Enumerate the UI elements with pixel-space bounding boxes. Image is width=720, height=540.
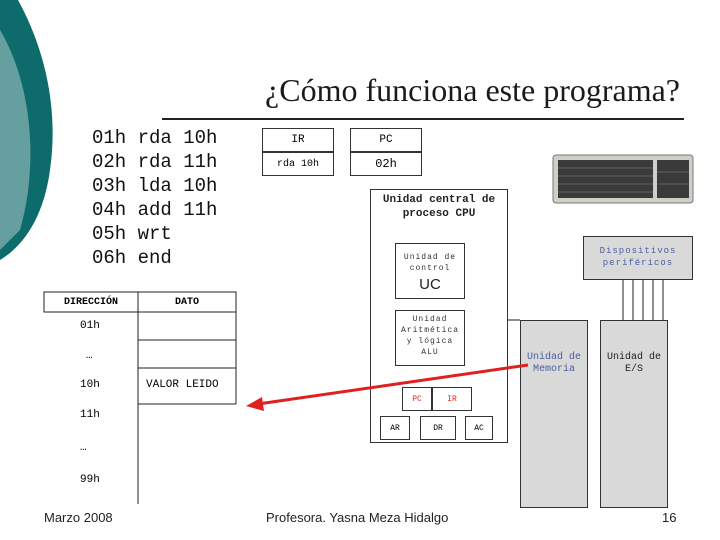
program-line: 06h end (92, 246, 217, 270)
alu-label: Unidad Aritmética y lógica ALU (400, 315, 459, 357)
table-row-address: … (86, 350, 93, 362)
decorative-side-panel (0, 0, 53, 260)
line-address: 01h (92, 127, 127, 149)
line-op: end (137, 247, 172, 269)
line-op: add (137, 199, 172, 221)
address-column-header: DIRECCIÓN (63, 296, 118, 308)
peripherals-label: Dispositivos periféricos (599, 246, 677, 268)
ac-register: AC (465, 416, 493, 440)
line-arg: 10h (183, 175, 218, 197)
line-op: rda (137, 151, 172, 173)
table-row-address: 01h (80, 320, 100, 332)
cpu-title: Unidad central de proceso CPU (382, 194, 496, 220)
alu-box (395, 310, 465, 366)
line-address: 06h (92, 247, 127, 269)
table-row-data: VALOR LEIDO (146, 379, 219, 391)
control-unit-short: UC (419, 276, 441, 293)
table-row-address: 10h (80, 379, 100, 391)
slide-title: ¿Cómo funciona este programa? (265, 72, 680, 108)
title-divider (162, 118, 684, 120)
line-address: 03h (92, 175, 127, 197)
program-line: 02h rda 11h (92, 150, 217, 174)
io-unit-label: Unidad de E/S (606, 352, 661, 375)
line-arg: 10h (183, 127, 218, 149)
line-address: 05h (92, 223, 127, 245)
control-unit-box (395, 243, 465, 299)
keyboard-icon (552, 154, 694, 204)
page-number: 16 (662, 510, 677, 525)
ir-value-box: rda 10h (262, 152, 334, 176)
program-line: 01h rda 10h (92, 126, 217, 150)
memory-unit-box (520, 320, 588, 508)
pc-value-box: 02h (350, 152, 422, 176)
ir-label-box: IR (262, 128, 334, 152)
line-address: 04h (92, 199, 127, 221)
line-op: wrt (137, 223, 172, 245)
program-line: 04h add 11h (92, 198, 217, 222)
line-address: 02h (92, 151, 127, 173)
program-listing: 01h rda 10h 02h rda 11h 03h lda 10h 04h … (92, 126, 217, 270)
io-unit-box (600, 320, 668, 508)
red-arrow (246, 363, 529, 411)
peripherals-box (583, 236, 693, 280)
control-unit-label: Unidad de control (403, 253, 457, 273)
program-line: 03h lda 10h (92, 174, 217, 198)
pc-label-box: PC (350, 128, 422, 152)
footer-date: Marzo 2008 (44, 510, 113, 525)
ir-small-box: IR (432, 387, 472, 411)
ar-register: AR (380, 416, 410, 440)
table-row-address: … (80, 442, 87, 454)
dr-register: DR (420, 416, 456, 440)
table-row-address: 99h (80, 474, 100, 486)
footer-author: Profesora. Yasna Meza Hidalgo (266, 510, 449, 525)
line-arg: 11h (183, 199, 218, 221)
table-row-address: 11h (80, 409, 100, 421)
program-line: 05h wrt (92, 222, 217, 246)
memory-unit-label: Unidad de Memoria (526, 352, 581, 375)
pc-small-box: PC (402, 387, 432, 411)
line-arg: 11h (183, 151, 218, 173)
line-op: lda (137, 175, 172, 197)
line-op: rda (137, 127, 172, 149)
data-column-header: DATO (174, 296, 199, 308)
